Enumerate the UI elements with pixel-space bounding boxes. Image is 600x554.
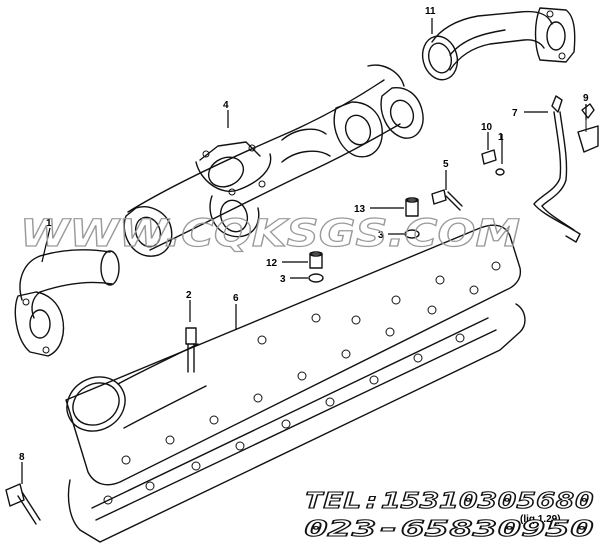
- callout-2: 2: [186, 290, 192, 301]
- bolt-holes: [103, 261, 501, 505]
- stamp-text: (liq.1.29): [520, 514, 561, 525]
- cover-plate: [65, 224, 526, 543]
- callout-3-mid: 3: [280, 274, 286, 285]
- bolt-8: [5, 483, 41, 525]
- exhaust-manifold: [123, 64, 424, 257]
- callout-9: 9: [583, 93, 589, 104]
- bolt-2: [185, 327, 197, 373]
- callout-numbers: 11 4 7 9 10 1 5 13 3 12 3 2 6 1 8: [19, 6, 589, 463]
- callout-1-left: 1: [46, 218, 52, 229]
- callout-13: 13: [354, 204, 366, 215]
- callout-12: 12: [266, 258, 278, 269]
- callout-10: 10: [481, 122, 493, 133]
- leader-lines: [21, 18, 587, 484]
- bolt-5: [431, 189, 463, 211]
- plug-12: [308, 251, 324, 283]
- outlet-elbow-pipe: [421, 7, 576, 81]
- contact-block: (liq.1.29) TEL:15310305680 023-65830950: [303, 488, 594, 542]
- callout-5: 5: [443, 159, 449, 170]
- tel-number: TEL:15310305680: [304, 489, 594, 514]
- elbow-pipe-left: [14, 249, 120, 357]
- fitting-10: [481, 149, 505, 176]
- callout-11: 11: [425, 6, 436, 17]
- callout-1-right: 1: [498, 132, 504, 143]
- callout-4: 4: [223, 100, 229, 111]
- watermark: WWW.CQKSGS.COM: [20, 212, 520, 255]
- callout-8: 8: [19, 452, 25, 463]
- callout-7: 7: [512, 108, 518, 119]
- bent-tube: [533, 95, 581, 243]
- leader-1-left: [41, 227, 51, 263]
- phone-number-2: 023-65830950: [304, 517, 594, 542]
- plug-13: [404, 197, 420, 239]
- clamp: [577, 103, 599, 153]
- callout-3-top: 3: [378, 230, 384, 241]
- callout-6: 6: [233, 293, 239, 304]
